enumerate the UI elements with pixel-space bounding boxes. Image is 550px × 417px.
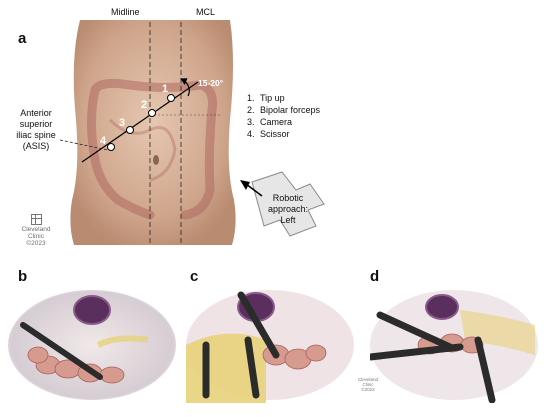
instrument-b [20, 322, 103, 380]
port-line [81, 81, 199, 163]
port-3 [126, 126, 134, 134]
surgical-view-b [8, 290, 176, 400]
port-2 [148, 109, 156, 117]
approach-arrow [245, 183, 263, 197]
panel-label-b: b [18, 268, 28, 285]
cleveland-clinic-logo-small: Cleveland Clinic ©2023 [357, 377, 378, 392]
legend-item: 2.Bipolar forceps [247, 105, 321, 115]
legend-item: 1.Tip up [247, 93, 285, 103]
legend-item: 4.Scissor [247, 129, 290, 139]
clinic-logo-icon [30, 214, 42, 225]
instrument-c1 [237, 291, 280, 359]
cleveland-clinic-logo: Cleveland Clinic ©2023 [12, 214, 60, 247]
port-number-4: 4 [100, 135, 107, 147]
port-number-2: 2 [141, 99, 147, 111]
instrument-d3 [474, 336, 496, 403]
torso-illustration: 1 2 3 4 15-20° [59, 20, 325, 245]
surgical-view-d [370, 290, 538, 403]
instrument-d1 [376, 311, 454, 351]
midline-label: Midline [111, 7, 140, 17]
legend-item: 3.Camera [247, 117, 293, 127]
asis-label: Anterior superior iliac spine (ASIS) [16, 108, 56, 151]
approach-tag [251, 171, 325, 237]
asis-pointer [59, 139, 109, 151]
panel-label-c: c [190, 268, 199, 285]
colon-outline [87, 78, 217, 220]
panel-label-a: a [18, 30, 27, 47]
port-4 [107, 143, 115, 151]
port-number-3: 3 [119, 117, 125, 129]
panel-label-d: d [370, 268, 380, 285]
approach-label: Robotic approach: Left [267, 193, 309, 225]
organ-b [73, 295, 111, 325]
organ-d [425, 294, 459, 320]
port-1 [167, 94, 175, 102]
instrument-d2 [370, 343, 464, 361]
instrument-c3 [244, 336, 260, 399]
port-legend: 1.Tip up 2.Bipolar forceps 3.Camera 4.Sc… [247, 92, 320, 140]
angle-label: 15-20° [198, 78, 224, 88]
mcl-label: MCL [196, 7, 216, 17]
port-number-1: 1 [162, 83, 168, 95]
surgical-view-c [186, 290, 354, 403]
navel [153, 155, 159, 165]
